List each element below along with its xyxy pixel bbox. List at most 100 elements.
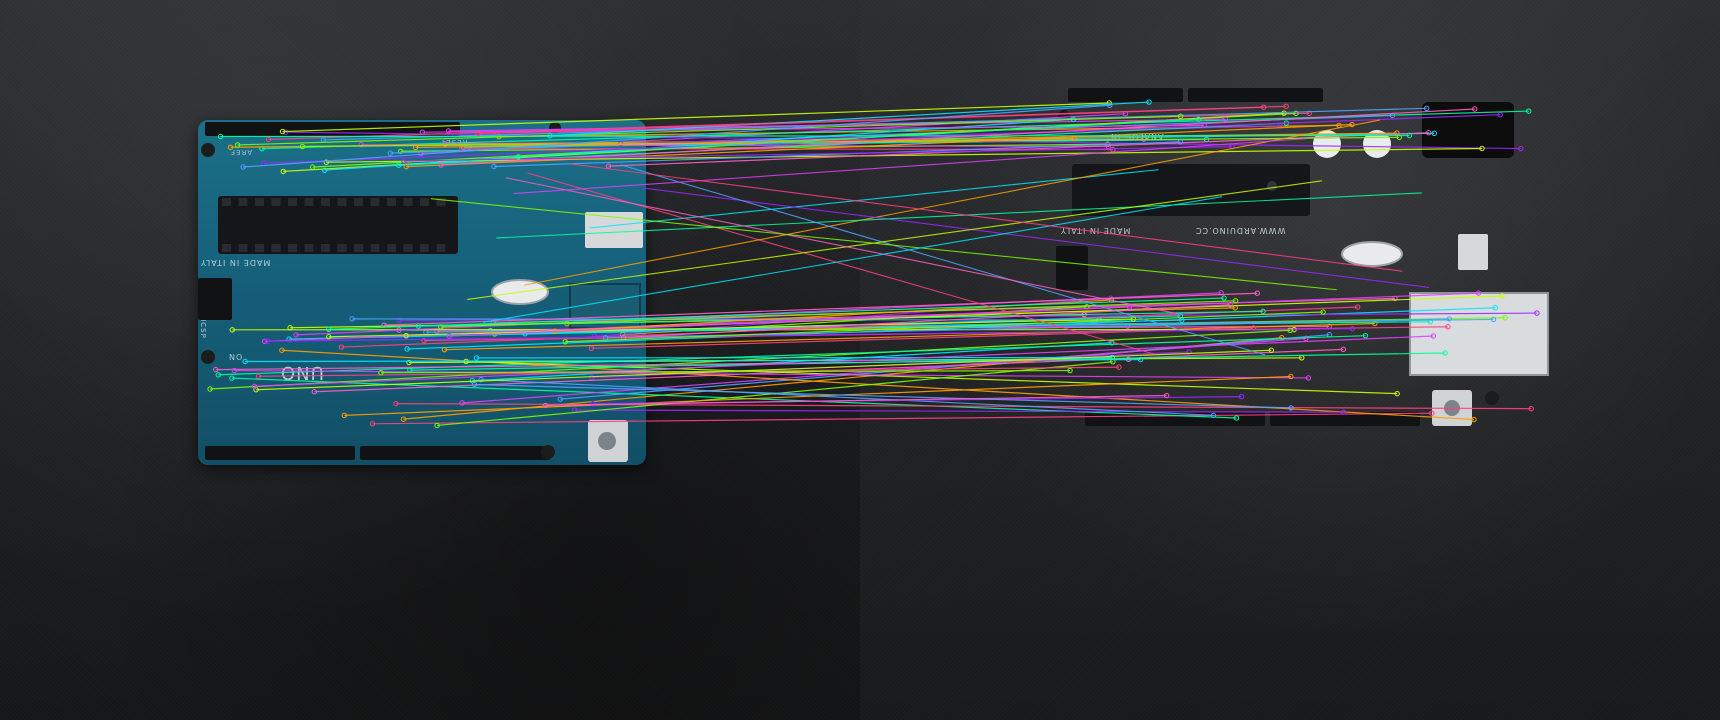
match-line xyxy=(481,379,1214,416)
keypoint-left xyxy=(279,128,286,135)
keypoint-right xyxy=(1293,110,1299,117)
keypoint-right xyxy=(1362,332,1369,339)
keypoint-right xyxy=(1406,132,1413,139)
keypoint-right xyxy=(1320,309,1326,315)
match-line xyxy=(210,329,1291,390)
left-chip-socket xyxy=(218,196,458,254)
keypoint-right xyxy=(1116,364,1122,370)
right-bottom-header-2 xyxy=(1270,412,1420,426)
keypoint-right xyxy=(1137,356,1144,363)
match-line-outlier xyxy=(620,164,1266,356)
keypoint-right xyxy=(1446,316,1452,322)
match-line xyxy=(493,141,1181,168)
keypoint-left xyxy=(326,334,332,340)
match-line xyxy=(474,383,1292,409)
keypoint-right xyxy=(1260,104,1267,110)
match-line xyxy=(341,306,1358,348)
left-socket-pin xyxy=(370,198,380,206)
left-socket-pin xyxy=(288,244,297,252)
right-mcu-chip xyxy=(1072,164,1310,216)
left-socket-pin xyxy=(321,244,330,252)
left-bottom-header xyxy=(205,446,355,460)
keypoint-left xyxy=(264,338,271,344)
keypoint-right xyxy=(1497,111,1503,118)
keypoint-left xyxy=(323,159,329,165)
match-line xyxy=(574,409,1344,413)
keypoint-left xyxy=(396,317,403,324)
keypoint-left xyxy=(404,346,410,352)
keypoint-right xyxy=(1528,405,1534,412)
match-line xyxy=(478,106,1264,135)
keypoint-left xyxy=(240,164,246,170)
keypoint-left xyxy=(547,133,553,139)
left-socket-pin xyxy=(387,244,396,252)
keypoint-left xyxy=(588,345,595,352)
keypoint-left xyxy=(397,148,404,154)
keypoint-left xyxy=(491,163,497,170)
keypoint-left xyxy=(515,154,521,160)
keypoint-left xyxy=(229,327,235,333)
left-regulator xyxy=(585,212,643,248)
keypoint-right xyxy=(1306,110,1313,116)
match-line xyxy=(404,146,1233,162)
keypoint-right xyxy=(1475,290,1482,296)
left-socket-pin xyxy=(403,244,413,252)
keypoint-right xyxy=(1268,347,1275,353)
keypoint-right xyxy=(1233,415,1240,421)
left-socket-pin xyxy=(271,244,281,252)
keypoint-right xyxy=(1426,130,1432,136)
keypoint-left xyxy=(459,400,465,406)
keypoint-right xyxy=(1281,110,1287,116)
left-socket-pin xyxy=(354,198,363,206)
match-line xyxy=(461,147,1113,151)
keypoint-right xyxy=(1479,145,1485,152)
left-socket-pin xyxy=(271,198,281,206)
keypoint-left xyxy=(562,339,568,345)
keypoint-right xyxy=(1340,346,1347,353)
keypoint-left xyxy=(473,355,480,361)
right-top-header-2 xyxy=(1188,88,1323,102)
keypoint-right xyxy=(1146,99,1152,105)
match-line xyxy=(256,349,1272,391)
keypoint-left xyxy=(213,366,219,373)
keypoint-right xyxy=(1429,410,1435,416)
keypoint-right xyxy=(1340,409,1347,415)
right-top-header xyxy=(1068,88,1183,102)
match-line xyxy=(440,300,1236,328)
right-usb-port xyxy=(1409,292,1549,376)
keypoint-left xyxy=(393,400,399,407)
keypoint-left xyxy=(215,372,221,378)
keypoint-right xyxy=(1221,295,1227,301)
keypoint-right xyxy=(1232,298,1239,304)
match-line xyxy=(344,375,1291,416)
match-line xyxy=(440,108,1475,166)
match-line-outlier xyxy=(467,180,1322,300)
keypoint-left xyxy=(438,162,444,168)
keypoint-left xyxy=(378,370,384,376)
left-socket-pin xyxy=(255,198,264,206)
left-socket-pin xyxy=(288,198,297,206)
keypoint-right xyxy=(1394,390,1400,397)
keypoint-right xyxy=(1210,412,1217,419)
keypoint-left xyxy=(326,326,332,332)
left-bottom-header-2 xyxy=(360,446,550,460)
keypoint-left xyxy=(475,130,482,137)
keypoint-right xyxy=(1186,349,1192,355)
right-crystal xyxy=(1341,241,1403,267)
keypoint-left xyxy=(591,333,598,339)
left-socket-pin xyxy=(370,244,380,252)
right-power-jack xyxy=(1422,102,1514,158)
keypoint-left xyxy=(217,133,224,140)
keypoint-left xyxy=(265,136,272,143)
keypoint-right xyxy=(1283,103,1289,110)
match-line xyxy=(263,114,1501,164)
match-line xyxy=(449,306,1130,337)
keypoint-right xyxy=(1288,405,1294,411)
left-mount-hole xyxy=(201,143,215,157)
keypoint-left xyxy=(231,367,238,374)
keypoint-right xyxy=(1499,293,1505,299)
keypoint-right xyxy=(1177,139,1184,145)
match-line-outlier xyxy=(505,177,1178,315)
